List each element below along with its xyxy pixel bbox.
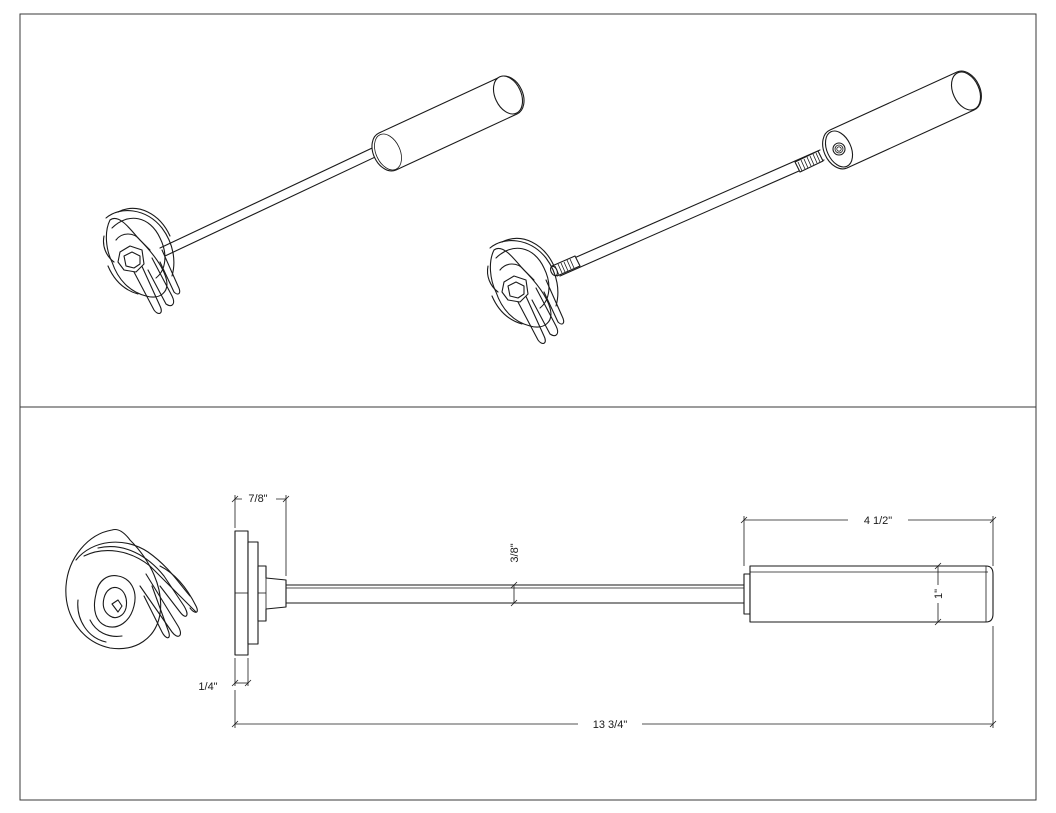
dim-flange-thickness: 1/4" (198, 681, 217, 693)
shaft-assembled (159, 141, 389, 257)
hook-head-assembled (102, 207, 181, 315)
dim-overall-length: 13 3/4" (593, 719, 628, 731)
shaft-elevation (285, 584, 745, 604)
dim-handle-diameter: 1" (933, 589, 945, 599)
shaft-exploded (555, 149, 825, 277)
handle-exploded (822, 70, 982, 170)
boss (247, 541, 259, 645)
handle-assembled (371, 75, 525, 172)
top-panel-frame (19, 13, 1037, 408)
dim-flange-depth: 7/8" (248, 493, 267, 505)
side-elevation (234, 530, 994, 656)
head-end-view (65, 528, 198, 650)
dim-shaft-diameter: 3/8" (509, 543, 521, 562)
bottom-panel-frame (19, 406, 1037, 801)
assembled-poker-isometric (102, 75, 525, 315)
exploded-poker-isometric (486, 70, 982, 345)
handle-elevation (749, 565, 994, 623)
hub (257, 565, 287, 622)
hook-head-exploded (486, 237, 565, 345)
collar-elevation (743, 573, 751, 615)
thread-end-top (794, 150, 824, 173)
dim-handle-length: 4 1/2" (864, 515, 892, 527)
